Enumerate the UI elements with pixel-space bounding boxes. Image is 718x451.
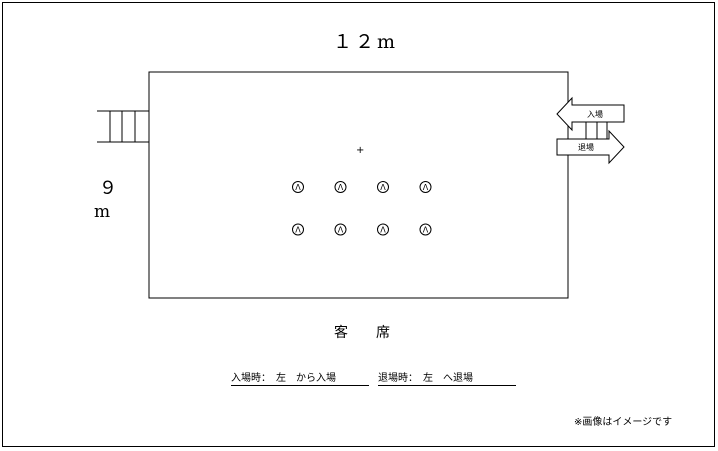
page-frame bbox=[2, 2, 715, 447]
performer-symbol: Λ bbox=[423, 183, 429, 192]
performer-circle bbox=[419, 223, 432, 236]
performer-circle bbox=[334, 223, 347, 236]
enter-arrow-icon bbox=[556, 96, 625, 132]
performer-circle bbox=[377, 181, 389, 193]
stage-area bbox=[148, 71, 569, 299]
left-stairs bbox=[97, 110, 149, 143]
performer-symbol: Λ bbox=[380, 226, 386, 235]
entry-note: 入場時： 左 から入場 bbox=[231, 374, 369, 386]
performer-circle bbox=[334, 181, 347, 193]
exit-arrow-label: 退場 bbox=[578, 142, 594, 152]
width-dimension-label: １２m bbox=[333, 31, 399, 53]
performer-marker: Λ bbox=[334, 223, 347, 236]
enter-arrow-label: 入場 bbox=[587, 109, 603, 119]
audience-label: 客席 bbox=[334, 325, 418, 341]
height-dimension-unit: m bbox=[94, 202, 111, 222]
performer-group: Λ Λ Λ Λ Λ Λ Λ Λ bbox=[292, 181, 432, 236]
performer-marker: Λ bbox=[377, 181, 389, 193]
height-dimension-number: ９ bbox=[99, 178, 117, 199]
right-stairs bbox=[568, 121, 612, 140]
performer-symbol: Λ bbox=[338, 226, 344, 235]
performer-circle bbox=[377, 223, 389, 236]
performer-symbol: Λ bbox=[295, 226, 301, 235]
performer-symbol: Λ bbox=[338, 183, 344, 192]
center-mark: + bbox=[356, 145, 364, 156]
performer-symbol: Λ bbox=[423, 226, 429, 235]
performer-marker: Λ bbox=[419, 181, 432, 193]
performer-marker: Λ bbox=[419, 223, 432, 236]
performer-circle bbox=[419, 181, 432, 193]
disclaimer-note: ※画像はイメージです bbox=[574, 417, 673, 428]
performer-marker: Λ bbox=[377, 223, 389, 236]
performer-symbol: Λ bbox=[380, 183, 386, 192]
performer-marker: Λ bbox=[334, 181, 347, 193]
performer-circle bbox=[292, 223, 304, 236]
performer-circle bbox=[292, 181, 304, 193]
exit-note: 退場時： 左 へ退場 bbox=[378, 374, 516, 386]
performer-symbol: Λ bbox=[295, 183, 301, 192]
performer-marker: Λ bbox=[292, 223, 304, 236]
performer-marker: Λ bbox=[292, 181, 304, 193]
exit-arrow-icon bbox=[556, 129, 625, 165]
